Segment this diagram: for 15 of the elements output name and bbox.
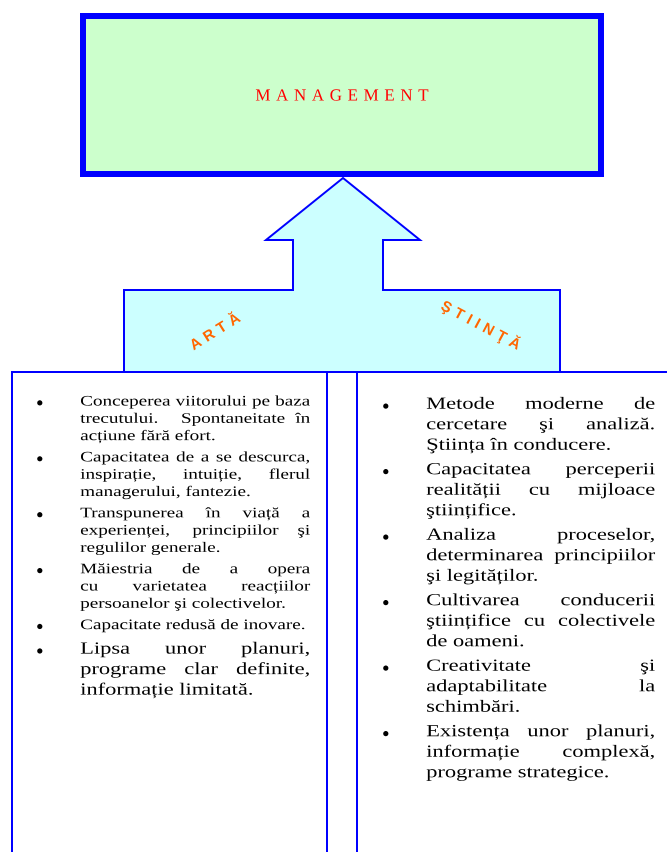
bullet-item: Conceperea viitorului pe baza trecutului. Spontaneitate în acțiune fără efort. [80,395,310,444]
bullet-item: Cultivarea conducerii ştiințifice cu colectivele de oameni. [427,593,655,646]
bullet-item: Analiza proceselor, determinarea principiilor şi legităților. [426,528,656,584]
title-box: M A N A G E M E N T [80,13,604,177]
bullet-item: Transpunerea în viață a experienței, principiilor şi regulilor generale. [80,507,310,556]
bullet-item: Capacitatea de a se descurca, inspirație, intuiție, flerul managerului, fantezie. [80,451,310,500]
bullet-item: Metode moderne de cercetare şi analiză. Ştiința în conducere. [426,396,654,454]
text-box [11,371,328,852]
bullet-item: Creativitate şi adaptabilitate la schimbări. [426,659,655,712]
bullet-item: Existența unor planuri, informație complexă, programe strategice. [426,724,654,781]
bullet-item: Măiestria de a opera cu varietatea reacțiilor persoanelor şi colectivelor. [80,563,310,611]
bullet-item: Capacitate redusă de inovare. [80,619,304,632]
text-box [356,371,667,852]
bullet-item: Lipsa unor planuri, programe clar definite, informație limitată. [80,642,309,698]
bullet-item: Capacitatea perceperii realității cu mijloace ştiințifice. [426,462,655,519]
